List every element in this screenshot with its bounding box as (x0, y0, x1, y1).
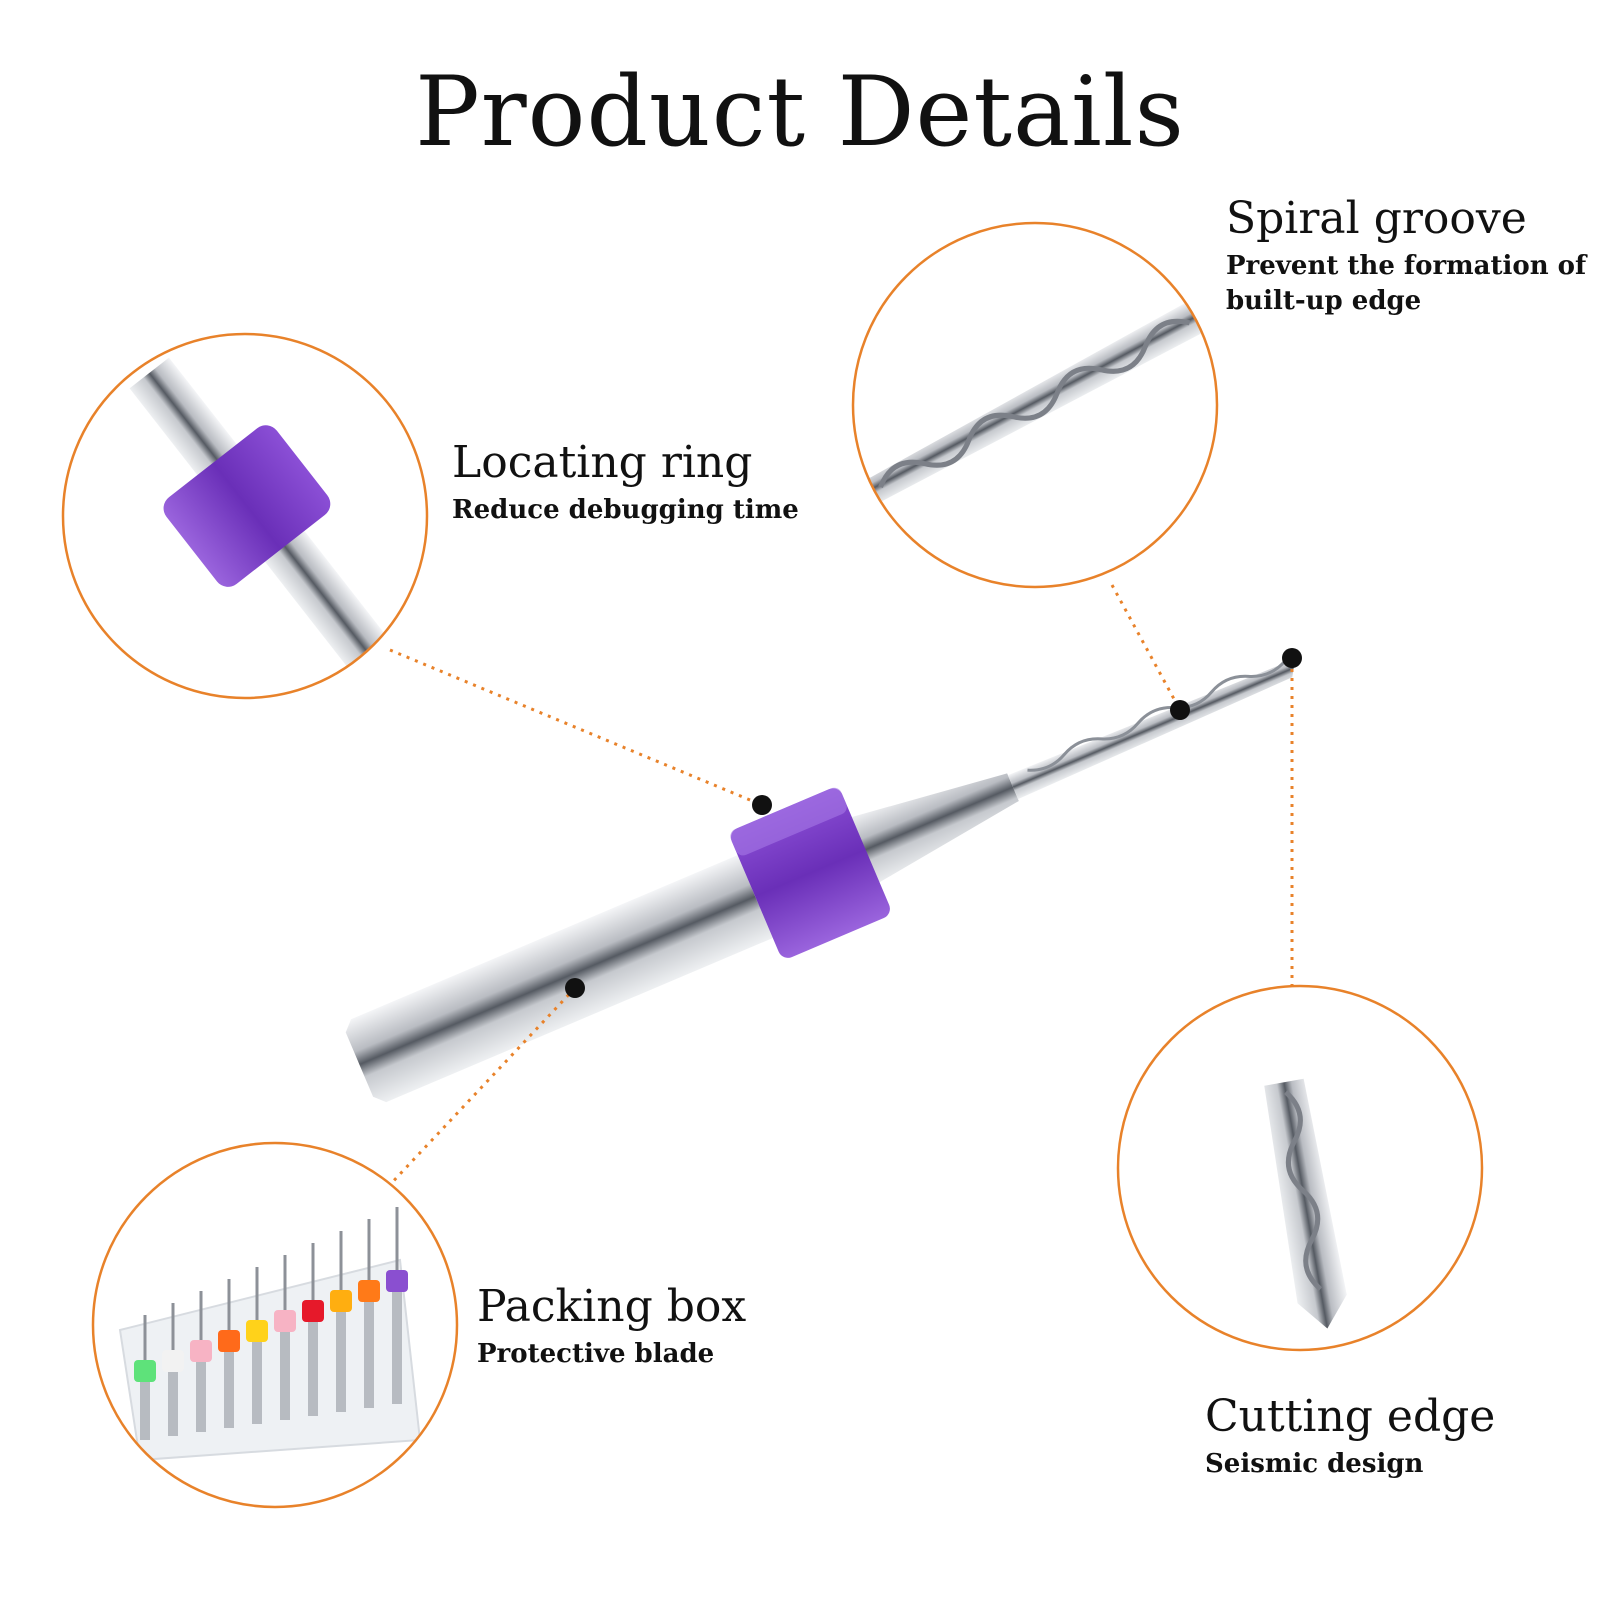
feature-description: Reduce debugging time (452, 494, 799, 525)
packing-box-bits (134, 1207, 408, 1440)
packed-bit-shank (168, 1360, 178, 1436)
feature-title: Spiral groove (1226, 193, 1527, 244)
packed-bit-ring (190, 1340, 212, 1362)
feature-description: Prevent the formation of built-up edge (1226, 250, 1587, 316)
feature-title: Locating ring (452, 437, 753, 488)
packed-bit-ring (134, 1360, 156, 1382)
packed-bit-shank (224, 1340, 234, 1428)
packed-bit-shank (364, 1290, 374, 1408)
packed-bit-shank (280, 1320, 290, 1420)
packed-bit-ring (302, 1300, 324, 1322)
packed-bit-ring (218, 1330, 240, 1352)
packed-bit-shank (336, 1300, 346, 1412)
locating-ring-detail-circle (61, 332, 429, 700)
feature-cutting-edge: Cutting edge Seismic design (1205, 1391, 1496, 1482)
packed-bit-shank (392, 1280, 402, 1404)
feature-locating-ring: Locating ring Reduce debugging time (452, 437, 799, 528)
page-title: Product Details (415, 56, 1185, 168)
feature-title: Cutting edge (1205, 1391, 1496, 1442)
packed-bit-ring (330, 1290, 352, 1312)
feature-description: Seismic design (1205, 1448, 1424, 1479)
drill-shank (345, 855, 773, 1103)
packed-bit-ring (246, 1320, 268, 1342)
cutting-edge-detail-circle (1116, 984, 1484, 1352)
callout-dots (565, 648, 1302, 998)
packed-bit-ring (162, 1350, 184, 1372)
feature-spiral-groove: Spiral groove Prevent the formation of b… (1226, 193, 1596, 319)
drill-neck (832, 773, 1019, 893)
drill-flute (1007, 662, 1294, 800)
feature-title: Packing box (477, 1281, 747, 1332)
packed-bit-shank (308, 1310, 318, 1416)
leader-lines (383, 584, 1294, 1192)
drill-flute-twist (1027, 659, 1287, 772)
spiral-groove-detail-circle (851, 221, 1219, 589)
packed-bit-shank (196, 1350, 206, 1432)
feature-description: Protective blade (477, 1338, 715, 1369)
packed-bit-ring (386, 1270, 408, 1292)
packed-bit-shank (140, 1370, 150, 1440)
drill-bit (345, 659, 1294, 1103)
packed-bit-shank (252, 1330, 262, 1424)
feature-packing-box: Packing box Protective blade (477, 1281, 747, 1372)
packed-bit-ring (274, 1310, 296, 1332)
packed-bit-ring (358, 1280, 380, 1302)
packing-box-detail-circle (91, 1141, 459, 1509)
